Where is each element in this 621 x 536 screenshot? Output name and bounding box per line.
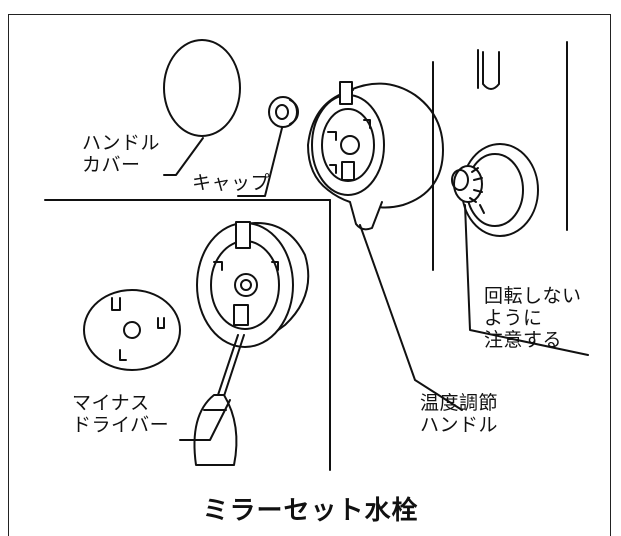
label-line: ハンドル [420,414,499,436]
label-line: 温度調節 [420,392,499,414]
leader-handle-cover [163,137,204,176]
label-handle-cover: ハンドル カバー [82,132,160,176]
label-line: カバー [82,154,141,176]
label-line: ハンドル [82,132,161,154]
label-line: 注意する [484,329,563,351]
screwdriver [193,334,245,466]
label-line: 回転しない [484,285,582,307]
label-cap: キャップ [192,172,270,194]
leader-do-not-rotate [464,204,589,356]
handle-cover-disc [163,39,241,137]
figure-frame [8,14,611,536]
faucet-body [432,41,568,271]
label-do-not-rotate: 回転しない ように 注意する [484,285,582,351]
label-temp-handle: 温度調節 ハンドル [420,392,498,436]
label-line: キャップ [192,172,271,194]
inset-panel [44,199,331,471]
label-line: ように [484,307,543,329]
figure-caption: ミラーセット水栓 [202,496,419,526]
inset-handle-body [196,221,310,348]
leader-driver [179,399,231,441]
leader-cap [237,127,283,197]
washer-part [83,289,181,371]
spindle-part [451,143,539,237]
label-driver: マイナス ドライバー [72,392,169,436]
temperature-handle-part [307,81,444,231]
cap-part [268,96,299,128]
label-line: ドライバー [72,414,170,436]
label-line: マイナス [72,392,150,414]
leader-temp-handle [359,224,463,411]
